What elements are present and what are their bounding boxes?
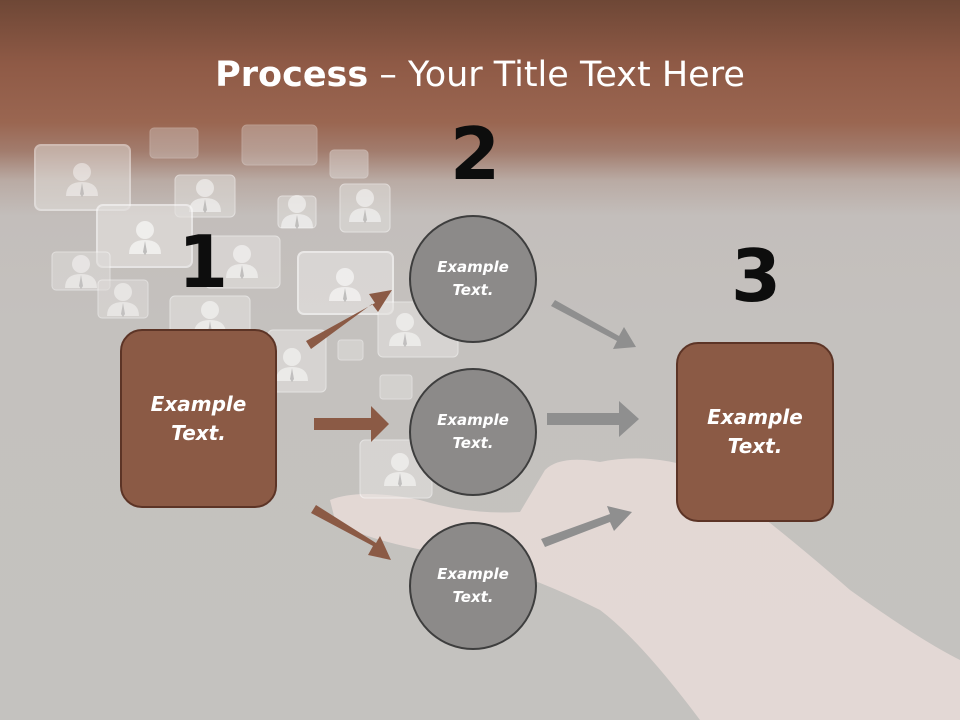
step-number-2: 2 bbox=[450, 112, 501, 196]
step-3-text: Example Text. bbox=[707, 405, 803, 458]
slide-title: Process – Your Title Text Here bbox=[0, 52, 960, 98]
step-number-3: 3 bbox=[731, 234, 782, 318]
circle-middle: Example Text. bbox=[409, 368, 537, 496]
arrow-bottom-to-3 bbox=[541, 506, 632, 547]
arrow-1-to-bottom bbox=[311, 505, 391, 560]
step-3-box: Example Text. bbox=[676, 342, 834, 522]
arrow-middle-to-3 bbox=[547, 401, 639, 437]
step-number-1: 1 bbox=[178, 220, 229, 304]
circle-bottom-text: Example Text. bbox=[437, 565, 509, 606]
circle-top: Example Text. bbox=[409, 215, 537, 343]
step-1-box: Example Text. bbox=[120, 329, 277, 508]
arrow-1-to-top bbox=[306, 290, 392, 349]
title-rest: – Your Title Text Here bbox=[368, 55, 745, 95]
arrow-1-to-middle bbox=[314, 406, 389, 442]
circle-bottom: Example Text. bbox=[409, 522, 537, 650]
arrow-top-to-3 bbox=[551, 300, 636, 349]
circle-middle-text: Example Text. bbox=[437, 411, 509, 452]
step-1-text: Example Text. bbox=[150, 391, 247, 445]
title-bold: Process bbox=[215, 55, 369, 95]
circle-top-text: Example Text. bbox=[437, 258, 509, 299]
